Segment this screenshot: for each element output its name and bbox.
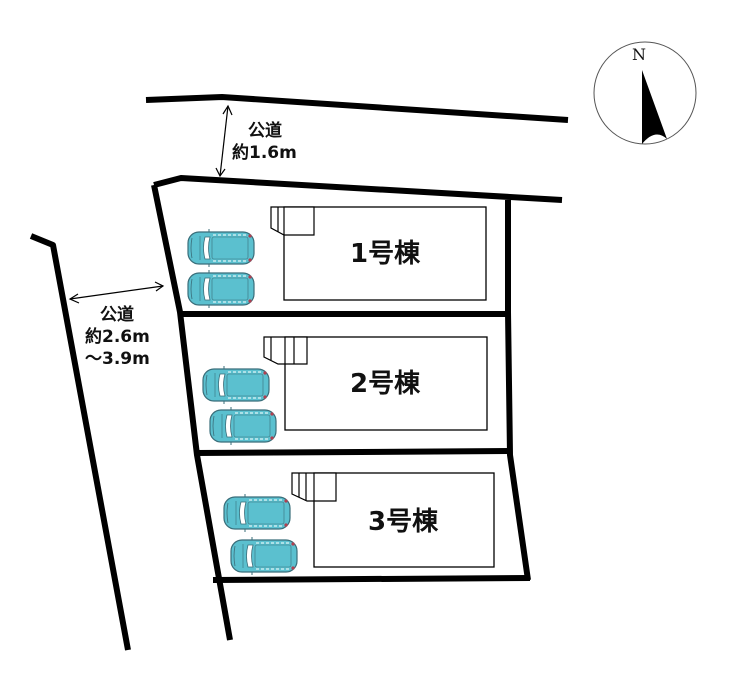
west-road-label-line1: 公道: [100, 304, 134, 325]
site-boundary-east: [505, 200, 531, 581]
north-arrow-icon: [642, 70, 667, 144]
building-3-label: 3号棟: [368, 507, 439, 537]
building-1-outline: [283, 206, 487, 301]
compass: N: [593, 41, 697, 145]
car-icon: [223, 493, 291, 533]
lot-divider-2-3: [195, 448, 512, 456]
north-road-label-line1: 公道: [248, 120, 282, 141]
lot-boundary-south: [212, 575, 531, 583]
west-road-edge: [29, 233, 131, 651]
west-road-width-arrow: [68, 281, 165, 304]
building-3-outline: [313, 472, 495, 568]
lot-1: 1号棟: [187, 206, 487, 309]
site-boundary-west: [151, 184, 233, 641]
north-road-label-line2: 約1.6m: [232, 142, 297, 163]
west-road-label-line2: 約2.6m: [85, 326, 150, 347]
building-1-label: 1号棟: [350, 239, 421, 269]
north-road-width-arrow: [215, 104, 233, 178]
entrance-steps-icon: [263, 336, 308, 365]
site-boundary-north: [153, 175, 563, 203]
car-icon: [202, 365, 270, 405]
building-2-outline: [284, 336, 488, 431]
building-2-label: 2号棟: [350, 369, 421, 399]
lot-3: 3号棟: [223, 472, 495, 576]
car-icon: [209, 406, 277, 446]
car-icon: [230, 536, 298, 576]
compass-north-label: N: [632, 45, 646, 64]
west-road-label-line3: ～3.9m: [85, 349, 150, 369]
entrance-steps-icon: [291, 472, 337, 502]
entrance-steps-icon: [270, 206, 315, 236]
north-road-edge: [145, 94, 569, 123]
car-icon: [187, 269, 255, 309]
lot-2: 2号棟: [202, 336, 488, 446]
car-icon: [187, 228, 255, 268]
